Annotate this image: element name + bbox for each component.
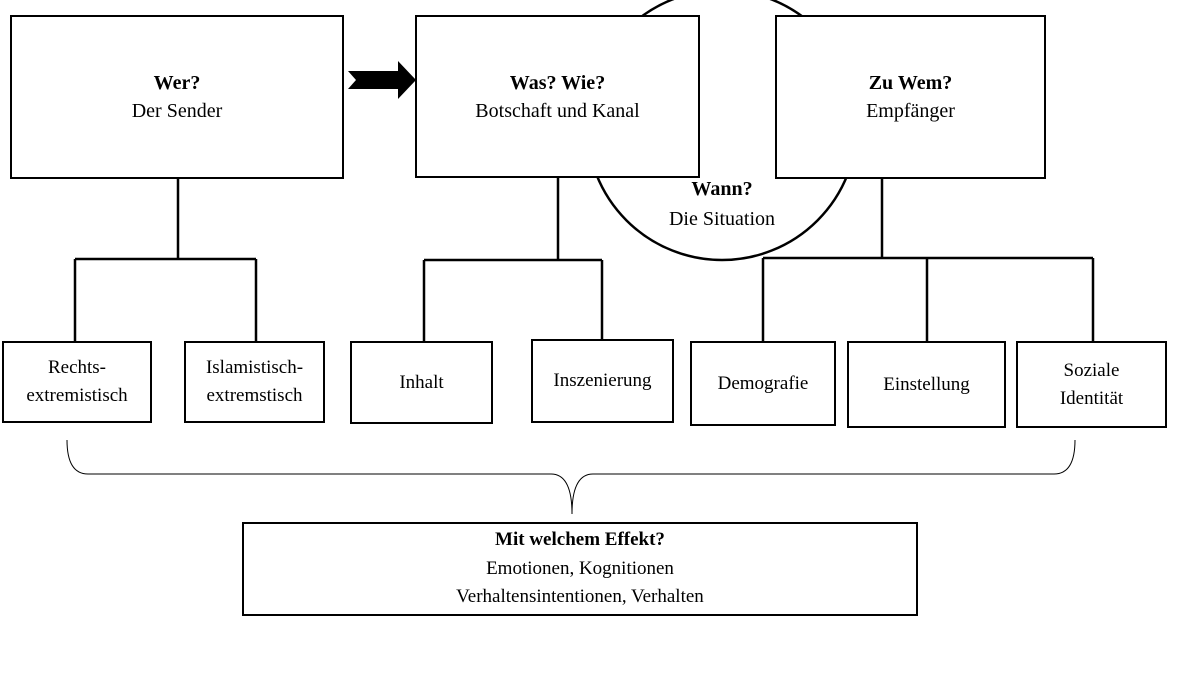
- message-aspect-staging: Inszenierung: [531, 339, 674, 423]
- recipient-connectors: [761, 178, 1095, 341]
- message-aspect-content: Inhalt: [350, 341, 493, 424]
- effect-line-1: Emotionen, Kognitionen: [486, 557, 674, 579]
- message-subtitle: Botschaft und Kanal: [475, 99, 640, 122]
- recipient-box: Zu Wem? Empfänger: [775, 15, 1046, 179]
- message-title: Was? Wie?: [509, 71, 606, 94]
- situation-subtitle: Die Situation: [668, 208, 776, 230]
- situation-label: Wann? Die Situation: [600, 174, 844, 234]
- brace-icon: [66, 439, 1076, 515]
- effect-box: Mit welchem Effekt? Emotionen, Kognition…: [242, 522, 918, 616]
- sender-type-islamist-extremist: Islamistisch- extremstisch: [184, 341, 325, 423]
- recipient-subtitle: Empfänger: [866, 100, 955, 122]
- recipient-aspect-demography: Demografie: [690, 341, 836, 426]
- sender-subtitle: Der Sender: [131, 100, 223, 122]
- recipient-title: Zu Wem?: [868, 72, 953, 94]
- effect-line-2: Verhaltensintentionen, Verhalten: [456, 586, 704, 608]
- sender-title: Wer?: [153, 72, 201, 94]
- effect-title: Mit welchem Effekt?: [495, 529, 665, 551]
- recipient-aspect-social-identity: Soziale Identität: [1016, 341, 1167, 428]
- message-box: Was? Wie? Botschaft und Kanal: [415, 15, 700, 178]
- situation-title: Wann?: [691, 178, 753, 200]
- sender-box: Wer? Der Sender: [10, 15, 344, 179]
- recipient-aspect-attitude: Einstellung: [847, 341, 1006, 428]
- message-connectors: [422, 177, 604, 342]
- sender-type-right-extremist: Rechts- extremistisch: [2, 341, 152, 423]
- arrow-icon: [348, 61, 416, 99]
- sender-connectors: [73, 178, 258, 341]
